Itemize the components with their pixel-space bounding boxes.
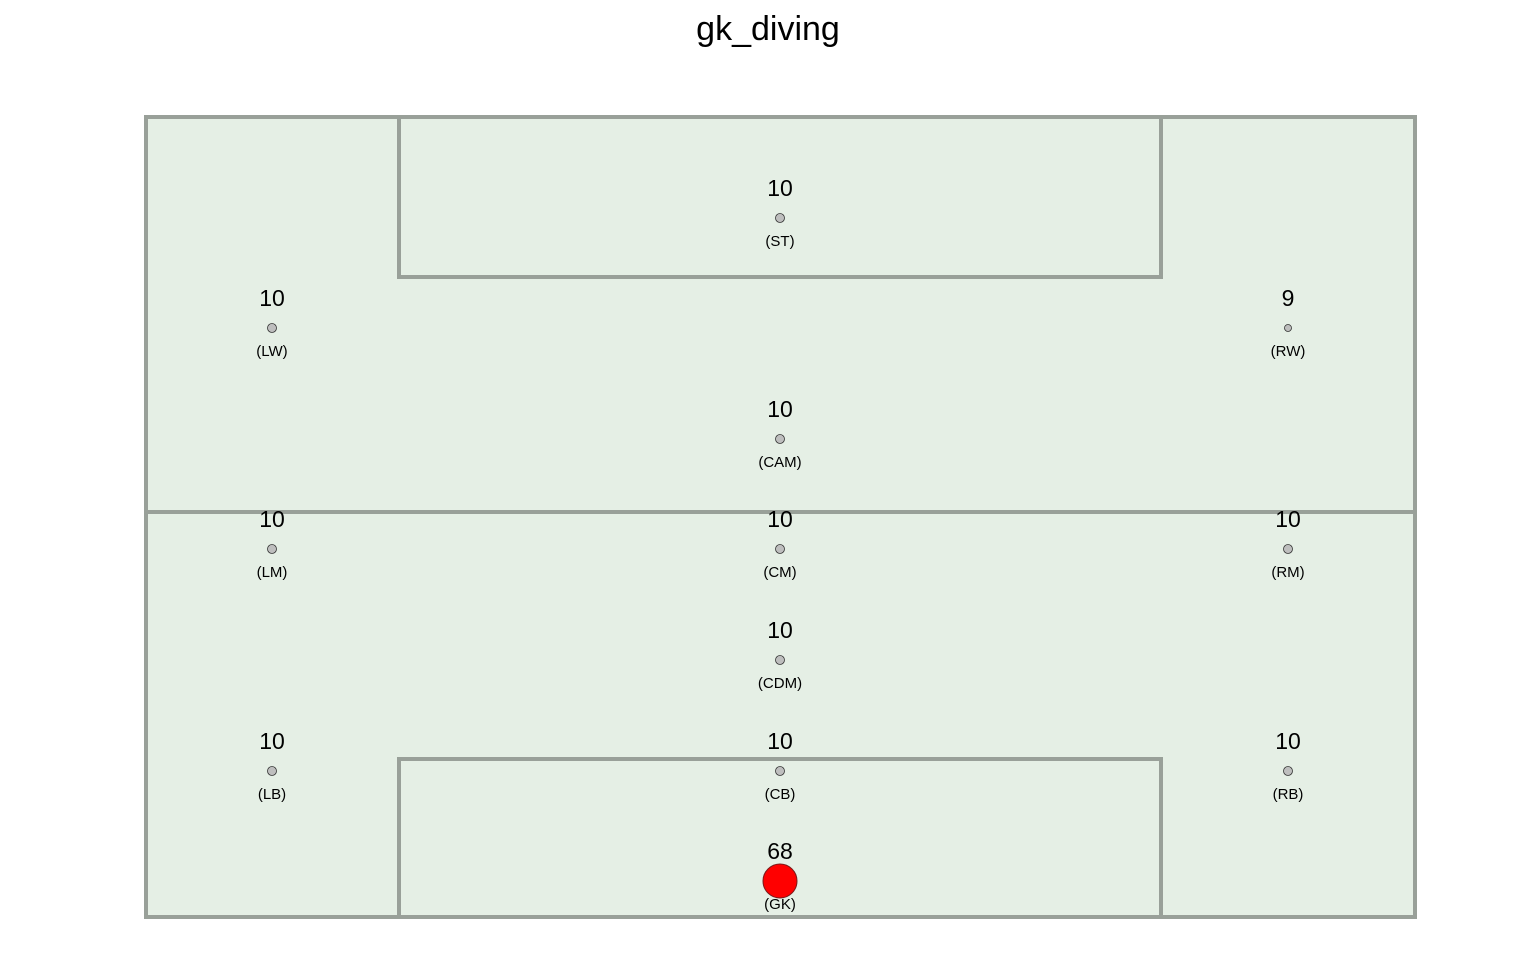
position-cb: 10 (CB) bbox=[765, 728, 796, 803]
position-value: 9 bbox=[1282, 285, 1295, 311]
position-rb: 10 (RB) bbox=[1273, 728, 1304, 803]
position-marker bbox=[775, 544, 785, 554]
position-marker bbox=[1283, 766, 1293, 776]
position-value: 10 bbox=[767, 506, 793, 532]
pitch-area bbox=[144, 115, 1417, 919]
position-marker bbox=[1283, 544, 1293, 554]
position-label: (ST) bbox=[765, 233, 794, 250]
position-value: 10 bbox=[259, 285, 285, 311]
position-value: 10 bbox=[259, 506, 285, 532]
position-rw: 9 (RW) bbox=[1271, 285, 1306, 360]
position-label: (CB) bbox=[765, 786, 796, 803]
position-st: 10 (ST) bbox=[765, 175, 794, 250]
position-marker bbox=[762, 863, 798, 899]
position-marker bbox=[267, 544, 277, 554]
position-value: 10 bbox=[767, 728, 793, 754]
pitch-outline bbox=[144, 115, 1417, 919]
position-rm: 10 (RM) bbox=[1271, 506, 1304, 581]
position-value: 10 bbox=[259, 728, 285, 754]
position-value: 10 bbox=[767, 617, 793, 643]
position-label: (RB) bbox=[1273, 786, 1304, 803]
position-lb: 10 (LB) bbox=[258, 728, 286, 803]
position-label: (LB) bbox=[258, 786, 286, 803]
top-penalty-box bbox=[397, 115, 1163, 279]
position-marker bbox=[775, 655, 785, 665]
position-cm: 10 (CM) bbox=[763, 506, 796, 581]
position-value: 68 bbox=[767, 838, 793, 864]
position-gk: 68 (GK) bbox=[762, 838, 798, 913]
position-markers: 10 (ST) 10 (LW) 9 (RW) 10 (CAM) 10 (LM) 10 (CM) 10 (R… bbox=[256, 175, 1305, 913]
position-label: (CM) bbox=[763, 564, 796, 581]
chart-title: gk_diving bbox=[696, 10, 840, 48]
position-cdm: 10 (CDM) bbox=[758, 617, 802, 692]
position-label: (RW) bbox=[1271, 343, 1306, 360]
position-lw: 10 (LW) bbox=[256, 285, 287, 360]
position-marker bbox=[775, 213, 785, 223]
position-marker bbox=[267, 766, 277, 776]
position-value: 10 bbox=[1275, 728, 1301, 754]
position-value: 10 bbox=[1275, 506, 1301, 532]
position-label: (LW) bbox=[256, 343, 287, 360]
position-value: 10 bbox=[767, 175, 793, 201]
position-cam: 10 (CAM) bbox=[758, 396, 801, 471]
position-label: (LM) bbox=[257, 564, 288, 581]
position-label: (RM) bbox=[1271, 564, 1304, 581]
position-marker bbox=[775, 434, 785, 444]
bottom-penalty-box bbox=[397, 757, 1163, 919]
position-lm: 10 (LM) bbox=[257, 506, 288, 581]
position-marker bbox=[267, 323, 277, 333]
position-marker bbox=[775, 766, 785, 776]
position-marker bbox=[1284, 324, 1292, 332]
position-label: (GK) bbox=[764, 896, 796, 913]
position-label: (CDM) bbox=[758, 675, 802, 692]
position-value: 10 bbox=[767, 396, 793, 422]
position-label: (CAM) bbox=[758, 454, 801, 471]
